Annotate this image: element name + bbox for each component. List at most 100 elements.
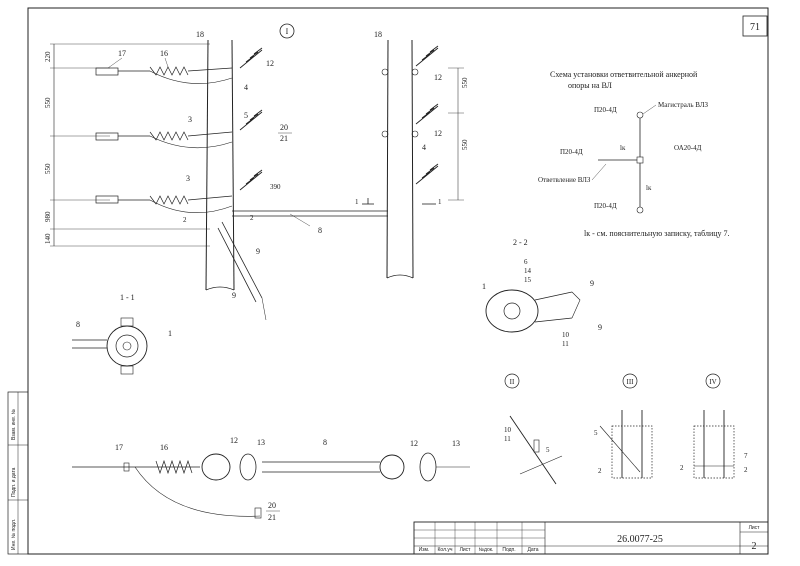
pos-7-detIV: 7 xyxy=(744,452,748,460)
stamp-col-list: Лист xyxy=(460,547,472,553)
schema-title-2: опоры на ВЛ xyxy=(568,81,613,90)
view-mark-III: III xyxy=(627,378,635,386)
sheet-no: 2 xyxy=(752,541,757,552)
left-pin-insulators: 12 4 5 20 21 xyxy=(239,47,292,191)
view-mark-II: II xyxy=(510,378,515,386)
schema-oa: ОА20-4Д xyxy=(674,144,702,152)
pos-5-detII: 5 xyxy=(546,446,550,454)
pos-9-main-b: 9 xyxy=(232,291,236,300)
schema-p1: П20-4Д xyxy=(594,106,617,114)
stamp-col-date: Дата xyxy=(527,547,538,553)
schema-main-line: Магистраль ВЛЗ xyxy=(658,101,708,109)
pos-2-detIII: 2 xyxy=(598,467,602,475)
sec-1-far: 1 xyxy=(438,198,442,206)
left-insulator-strings: 17 16 3 3 xyxy=(95,49,233,214)
dim-550-right-a: 550 xyxy=(461,77,469,88)
detail-II: II 10 11 5 xyxy=(504,373,563,485)
pos-20-plan: 20 xyxy=(268,501,276,510)
pos-18-left: 18 xyxy=(196,30,204,39)
pos-20-left: 20 xyxy=(280,123,288,132)
sheet-number: 71 xyxy=(750,22,760,33)
pos-13-plan-b: 13 xyxy=(452,439,460,448)
right-pin-insulators: 12 12 4 xyxy=(381,45,442,185)
pos-8-main: 8 xyxy=(318,226,322,235)
main-view: I 220 550 550 980 140 18 18 550 550 xyxy=(44,23,469,321)
pos-10-sec22: 10 xyxy=(562,331,570,339)
side-stamp-replace: Взам. инв. № xyxy=(11,409,17,440)
dim-550-b: 550 xyxy=(44,163,52,174)
pos-5-left: 5 xyxy=(244,111,248,120)
dim-550-right-b: 550 xyxy=(461,139,469,150)
stamp-col-doc: №док. xyxy=(479,547,494,553)
dim-140: 140 xyxy=(44,233,52,244)
pos-8-plan: 8 xyxy=(323,438,327,447)
sec-2-right: 2 xyxy=(250,214,254,222)
stamp-col-izm: Изм. xyxy=(419,547,430,553)
sheet-frame xyxy=(27,7,769,555)
schema-lk-2: lк xyxy=(646,184,652,192)
side-stamp: Инв. № подл. Подп. и дата Взам. инв. № xyxy=(7,391,29,555)
dim-980: 980 xyxy=(44,211,52,222)
pos-11-sec22: 11 xyxy=(562,340,569,348)
detail-IV: IV 2 7 2 xyxy=(680,373,748,479)
pos-9-sec22-a: 9 xyxy=(590,279,594,288)
pos-16-plan: 16 xyxy=(160,443,168,452)
schema-branch: Ответвление ВЛЗ xyxy=(538,176,591,184)
dim-390: 390 xyxy=(270,183,281,191)
document-code: 26.0077-25 xyxy=(617,534,663,545)
pos-14-sec22: 14 xyxy=(524,267,532,275)
pos-12-right-b: 12 xyxy=(434,129,442,138)
stamp-col-kol: Кол.уч xyxy=(438,547,453,553)
sec-1-right: 1 xyxy=(355,198,359,206)
pos-4-right: 4 xyxy=(422,143,426,152)
sheet-label: Лист xyxy=(749,525,761,531)
pos-8-sec11: 8 xyxy=(76,320,80,329)
pos-3-mid: 3 xyxy=(188,115,192,124)
pos-17-top: 17 xyxy=(118,49,126,58)
schema-p2: П20-4Д xyxy=(560,148,583,156)
pos-11-detII: 11 xyxy=(504,435,511,443)
pos-16-top: 16 xyxy=(160,49,168,58)
section-label-11: 1 - 1 xyxy=(120,293,135,302)
pos-9-sec22-b: 9 xyxy=(598,323,602,332)
pos-12-left: 12 xyxy=(266,59,274,68)
pos-4-left: 4 xyxy=(244,83,248,92)
pos-21-plan: 21 xyxy=(268,513,276,522)
section-1-1: 1 - 1 8 1 xyxy=(72,293,172,375)
pos-12-plan-a: 12 xyxy=(230,436,238,445)
section-2-2: 2 - 2 1 6 14 15 9 9 10 11 xyxy=(482,238,602,348)
pos-13-plan-a: 13 xyxy=(257,438,265,447)
pos-12-plan-b: 12 xyxy=(410,439,418,448)
schema-lk-1: lк xyxy=(620,144,626,152)
dim-220: 220 xyxy=(44,51,52,62)
plan-view: 17 16 12 13 8 12 13 20 21 xyxy=(72,436,470,522)
pos-12-right-a: 12 xyxy=(434,73,442,82)
schema-diagram: Схема установки ответвительной анкерной … xyxy=(538,70,730,238)
schema-note: lк - см. пояснительную записку, таблицу … xyxy=(584,229,730,238)
pos-15-sec22: 15 xyxy=(524,276,532,284)
pos-1-sec22: 1 xyxy=(482,282,486,291)
stamp-col-sign: Подп. xyxy=(502,547,515,553)
sheet-number-box: 71 xyxy=(742,15,768,37)
pos-10-detII: 10 xyxy=(504,426,512,434)
pos-6-sec22: 6 xyxy=(524,258,528,266)
schema-p3: П20-4Д xyxy=(594,202,617,210)
pos-2-detIV-b: 2 xyxy=(744,466,748,474)
pos-21-left: 21 xyxy=(280,134,288,143)
section-label-22: 2 - 2 xyxy=(513,238,528,247)
pos-3-bot: 3 xyxy=(186,174,190,183)
pos-2-detIV-a: 2 xyxy=(680,464,684,472)
pos-18-right: 18 xyxy=(374,30,382,39)
detail-III: III 5 2 xyxy=(594,373,653,479)
title-block: Изм. Кол.уч Лист №док. Подп. Дата 26.007… xyxy=(413,521,769,555)
side-stamp-sign: Подп. и дата xyxy=(11,467,17,497)
pos-17-plan: 17 xyxy=(115,443,123,452)
pos-1-sec11: 1 xyxy=(168,329,172,338)
view-mark-I: I xyxy=(286,27,289,36)
view-mark-IV: IV xyxy=(709,378,716,386)
pos-5-detIII: 5 xyxy=(594,429,598,437)
pos-9-main-a: 9 xyxy=(256,247,260,256)
side-stamp-inv: Инв. № подл. xyxy=(11,519,17,550)
dim-550-a: 550 xyxy=(44,97,52,108)
